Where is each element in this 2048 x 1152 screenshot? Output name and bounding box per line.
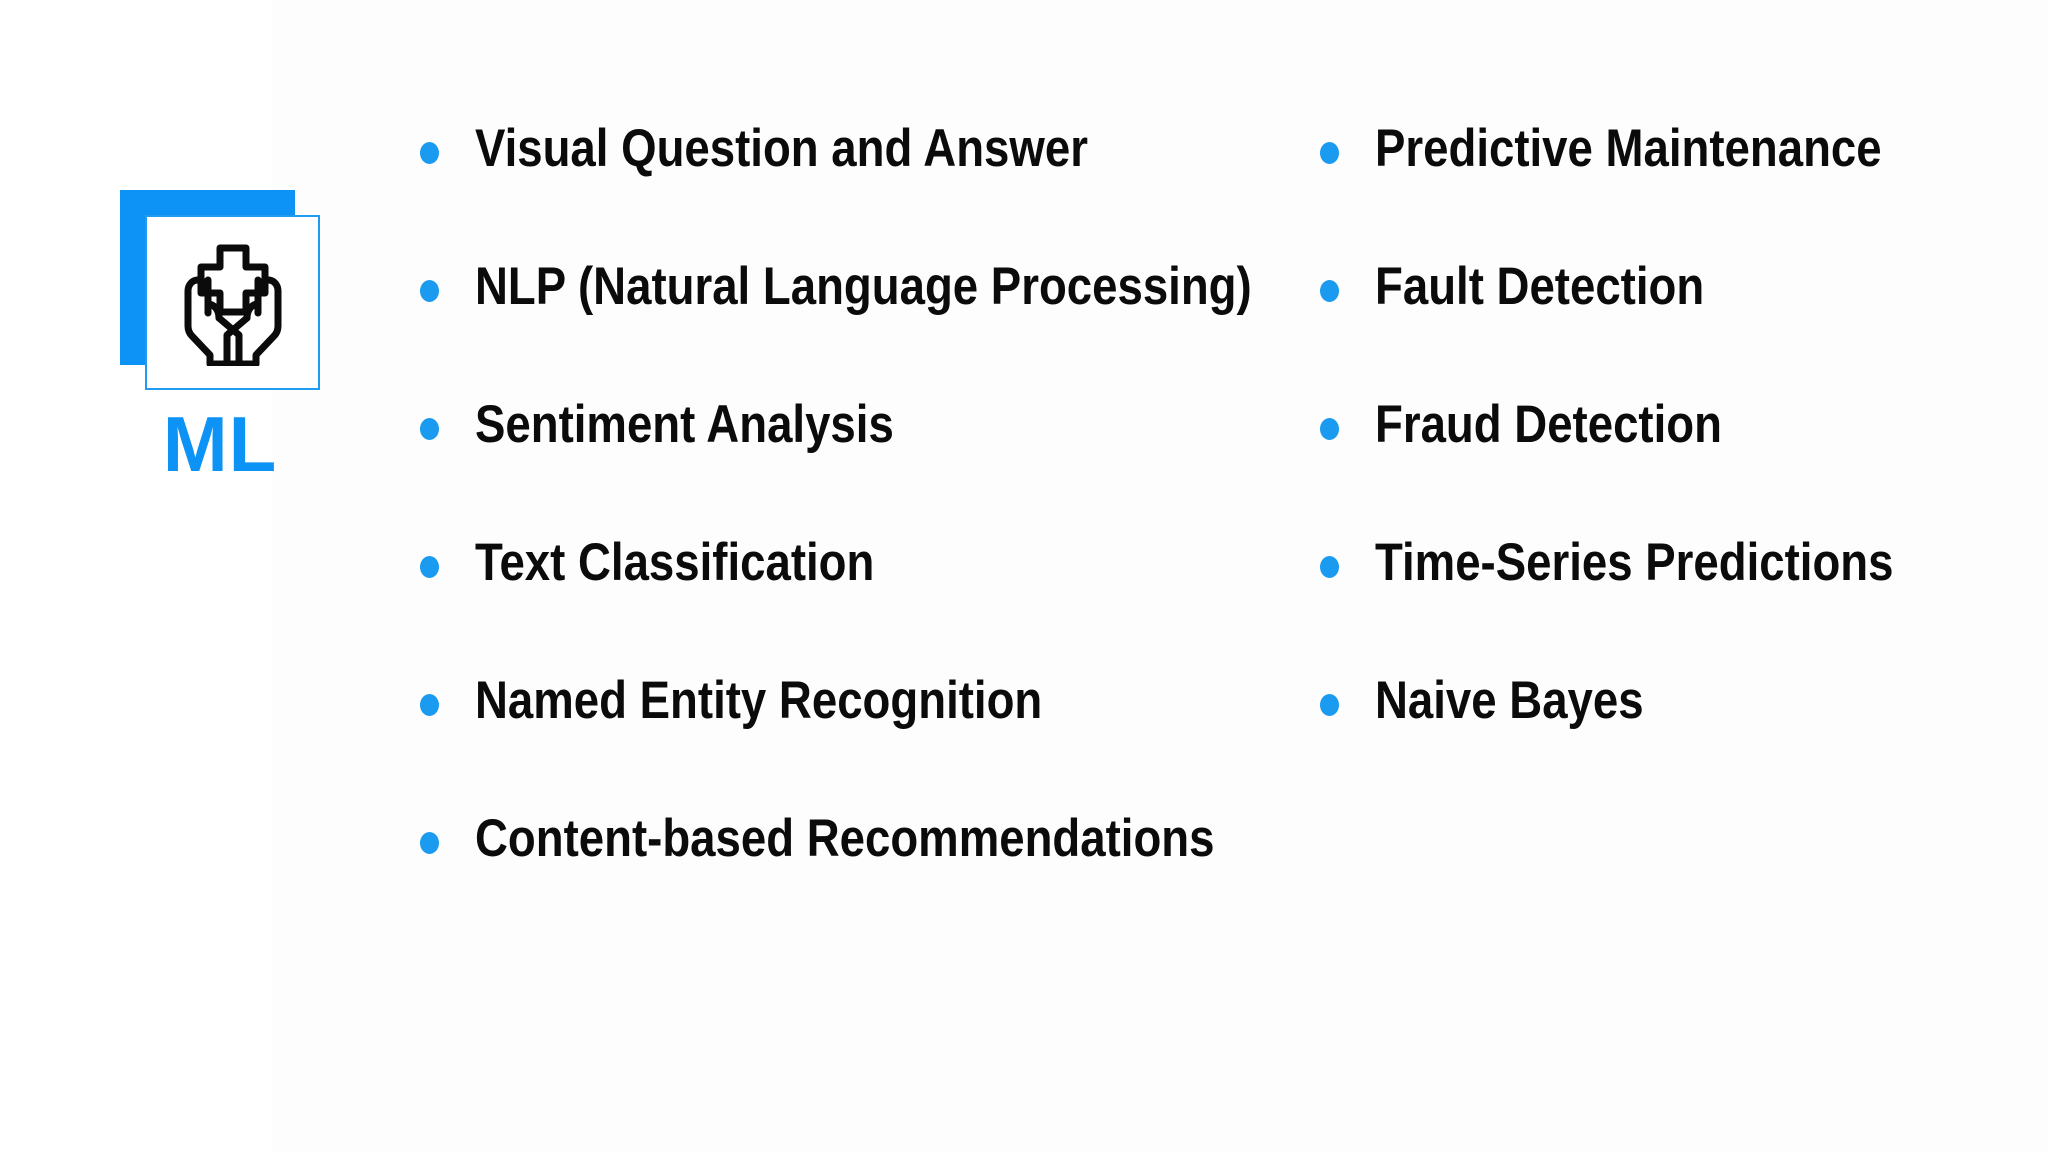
- bullet-dot-icon: [1320, 418, 1339, 440]
- left-bullet-column: Visual Question and Answer NLP (Natural …: [420, 120, 1320, 948]
- list-item[interactable]: Named Entity Recognition: [420, 672, 1320, 810]
- list-item-label: Fraud Detection: [1375, 395, 1722, 454]
- list-item-label: Sentiment Analysis: [475, 395, 894, 454]
- background-panel: [272, 0, 2048, 1152]
- bullet-dot-icon: [1320, 280, 1339, 302]
- list-item-label: Predictive Maintenance: [1375, 119, 1882, 178]
- bullet-dot-icon: [1320, 694, 1339, 716]
- list-item-label: Naive Bayes: [1375, 671, 1644, 730]
- bullet-dot-icon: [420, 142, 439, 164]
- list-item[interactable]: Time-Series Predictions: [1320, 534, 1980, 672]
- bullet-dot-icon: [420, 556, 439, 578]
- list-item-label: Time-Series Predictions: [1375, 533, 1894, 592]
- list-item[interactable]: Sentiment Analysis: [420, 396, 1320, 534]
- list-item[interactable]: Fault Detection: [1320, 258, 1980, 396]
- list-item[interactable]: Predictive Maintenance: [1320, 120, 1980, 258]
- list-item[interactable]: Content-based Recommendations: [420, 810, 1320, 948]
- list-item-label: Visual Question and Answer: [475, 119, 1088, 178]
- hands-holding-medical-cross-icon: [145, 215, 320, 390]
- list-item[interactable]: Naive Bayes: [1320, 672, 1980, 810]
- bullet-dot-icon: [420, 832, 439, 854]
- bullet-dot-icon: [1320, 556, 1339, 578]
- bullet-dot-icon: [420, 694, 439, 716]
- list-item[interactable]: NLP (Natural Language Processing): [420, 258, 1320, 396]
- list-item[interactable]: Fraud Detection: [1320, 396, 1980, 534]
- right-bullet-column: Predictive Maintenance Fault Detection F…: [1320, 120, 1980, 810]
- content-columns: Visual Question and Answer NLP (Natural …: [420, 120, 1980, 940]
- ml-logo: ML: [120, 190, 360, 530]
- bullet-dot-icon: [420, 418, 439, 440]
- list-item-label: Fault Detection: [1375, 257, 1705, 316]
- list-item-label: Named Entity Recognition: [475, 671, 1043, 730]
- list-item-label: Content-based Recommendations: [475, 809, 1215, 868]
- bullet-dot-icon: [420, 280, 439, 302]
- bullet-dot-icon: [1320, 142, 1339, 164]
- list-item-label: Text Classification: [475, 533, 875, 592]
- logo-label: ML: [162, 400, 278, 488]
- list-item[interactable]: Text Classification: [420, 534, 1320, 672]
- list-item[interactable]: Visual Question and Answer: [420, 120, 1320, 258]
- list-item-label: NLP (Natural Language Processing): [475, 257, 1252, 316]
